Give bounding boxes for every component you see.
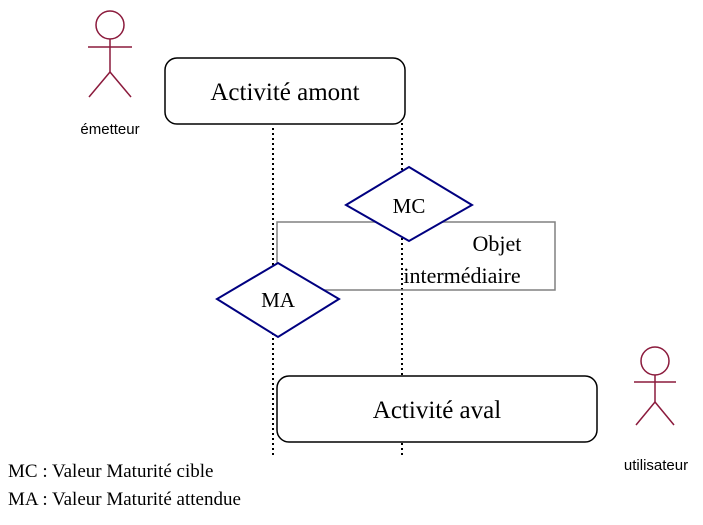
activity-downstream-box bbox=[276, 375, 598, 443]
intermediate-object: Objet intermédiaire bbox=[276, 221, 556, 291]
decision-mc-label: MC bbox=[393, 194, 426, 218]
decision-mc-diamond bbox=[344, 165, 474, 243]
activity-downstream-label: Activité aval bbox=[373, 397, 501, 424]
legend-mc: MC : Valeur Maturité cible bbox=[8, 461, 214, 482]
activity-upstream-box bbox=[164, 57, 406, 125]
actor-user-label: utilisateur bbox=[624, 457, 688, 474]
activity-upstream: Activité amont bbox=[164, 57, 406, 125]
decision-ma-label: MA bbox=[261, 288, 296, 312]
intermediate-object-line1: Objet bbox=[473, 231, 522, 256]
actor-emitter-label: émetteur bbox=[80, 121, 139, 138]
intermediate-object-line2: intermédiaire bbox=[403, 263, 520, 288]
decision-mc: MC bbox=[344, 165, 474, 243]
activity-upstream-label: Activité amont bbox=[210, 79, 359, 106]
decision-ma: MA bbox=[215, 261, 341, 339]
actor-user: utilisateur bbox=[624, 346, 688, 474]
activity-downstream: Activité aval bbox=[276, 375, 598, 443]
decision-ma-diamond bbox=[215, 261, 341, 339]
stick-figure-icon bbox=[88, 10, 132, 98]
stick-figure-icon bbox=[634, 346, 676, 426]
legend-ma: MA : Valeur Maturité attendue bbox=[8, 489, 241, 510]
actor-emitter: émetteur bbox=[80, 10, 140, 138]
